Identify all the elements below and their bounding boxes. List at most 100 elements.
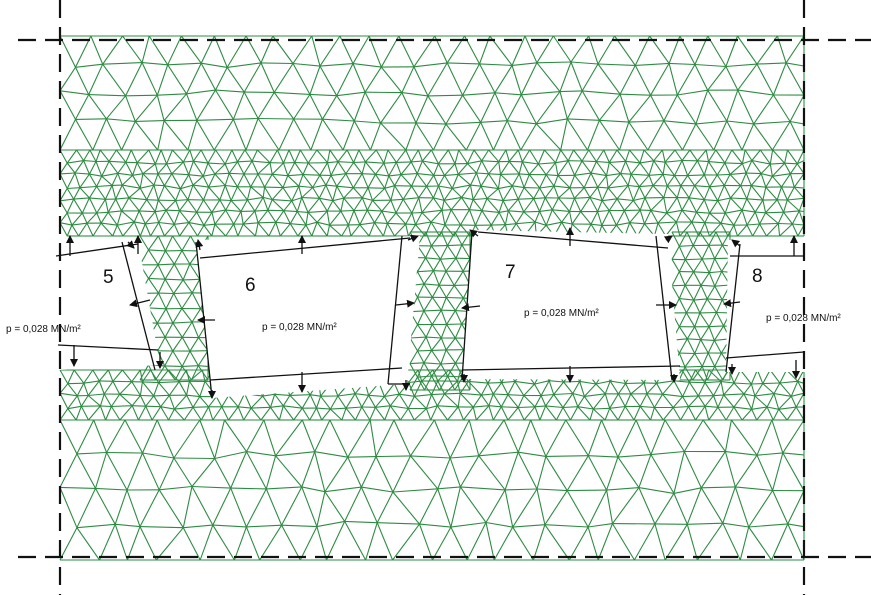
mesh-edge: [106, 419, 126, 453]
mesh-edge: [708, 258, 716, 273]
mesh-edge: [657, 222, 667, 237]
mesh-edge: [492, 382, 503, 395]
mesh-edge: [282, 162, 289, 176]
mesh-edge: [520, 123, 537, 151]
mesh-edge: [157, 173, 165, 186]
mesh-edge: [769, 369, 781, 384]
mesh-edge: [511, 65, 522, 95]
mesh-edge: [733, 406, 743, 421]
mesh-edge: [112, 381, 121, 395]
mesh-edge: [523, 383, 535, 396]
chamber-5-left-opening: [56, 238, 160, 370]
mesh-edge: [577, 406, 594, 410]
mesh-edge: [148, 278, 159, 294]
mesh-edge: [628, 184, 640, 188]
mesh-edge: [733, 393, 745, 408]
mesh-edge: [307, 210, 328, 213]
mesh-edge: [481, 210, 492, 226]
mesh-edge: [698, 222, 706, 237]
mesh-edge: [131, 381, 141, 396]
mesh-edge: [724, 419, 732, 452]
mesh-edge: [389, 405, 401, 421]
mesh-edge: [544, 185, 555, 199]
mesh-edge: [430, 149, 439, 165]
mesh-edge: [741, 209, 748, 226]
mesh-edge: [157, 163, 168, 175]
mesh-edge: [733, 382, 752, 385]
mesh-edge: [353, 120, 371, 151]
mesh-edge: [358, 149, 366, 163]
mesh-edge: [344, 486, 362, 522]
mesh-edge: [425, 394, 433, 409]
mesh-edge: [233, 117, 259, 120]
mesh-edge: [790, 381, 799, 397]
mesh-edge: [141, 381, 155, 397]
mesh-edge: [565, 419, 589, 456]
mesh-edge: [59, 392, 78, 397]
mesh-edge: [264, 174, 273, 188]
mesh-edge: [405, 149, 412, 163]
mesh-edge: [289, 223, 299, 237]
mesh-edge: [662, 393, 683, 398]
mesh-edge: [656, 383, 664, 395]
mesh-edge: [302, 174, 314, 188]
mesh-edge: [340, 197, 345, 212]
mesh-edge: [771, 121, 791, 151]
mesh-edge: [189, 149, 194, 162]
mesh-edge: [142, 62, 168, 66]
mesh-edge: [687, 174, 705, 177]
mesh-edge: [237, 160, 253, 163]
mesh-edge: [361, 187, 369, 199]
mesh-edge: [426, 175, 435, 187]
mesh-edge: [307, 162, 321, 176]
mesh-edge: [262, 393, 275, 397]
mesh-edge: [598, 93, 621, 121]
mesh-edge: [165, 200, 177, 211]
mesh-edge: [485, 522, 495, 561]
mesh-edge: [257, 92, 275, 119]
mesh-edge: [181, 321, 193, 338]
mesh-edge: [139, 223, 146, 237]
mesh-edge: [192, 406, 209, 408]
mesh-edge: [322, 118, 344, 151]
mesh-edge: [501, 380, 516, 384]
mesh-edge: [182, 527, 201, 561]
mesh-edge: [629, 149, 641, 164]
mesh-edge: [657, 212, 668, 224]
mesh-edge: [329, 224, 343, 237]
mesh-edge: [409, 324, 418, 339]
mesh-edge: [67, 383, 78, 397]
mesh-edge: [693, 298, 708, 301]
mesh-edge: [382, 223, 388, 237]
mesh-edge: [504, 489, 514, 528]
mesh-edge: [795, 406, 805, 421]
mesh-edge: [367, 187, 374, 201]
mesh-edge: [446, 324, 456, 339]
mesh-edge: [191, 321, 200, 338]
mesh-edge: [125, 95, 136, 122]
mesh-edge: [633, 406, 641, 421]
mesh-edge: [135, 120, 165, 122]
mesh-edge: [755, 211, 766, 214]
mesh-edge: [271, 173, 284, 188]
mesh-edge: [563, 380, 580, 383]
mesh-edge: [383, 149, 389, 164]
mesh-edge: [315, 407, 323, 421]
mesh-edge: [173, 394, 188, 410]
mesh-edge: [639, 160, 654, 164]
mesh-edge: [431, 363, 442, 377]
mesh-edge: [283, 210, 291, 224]
mesh-edge: [409, 337, 418, 352]
mesh-edge: [228, 173, 238, 188]
mesh-edge: [773, 393, 780, 410]
mesh-edge: [189, 263, 201, 280]
mesh-edge: [646, 393, 655, 408]
mesh-edge: [148, 149, 156, 165]
mesh-edge: [485, 489, 506, 523]
mesh-edge: [221, 395, 230, 408]
mesh-edge: [625, 149, 631, 162]
mesh-edge: [523, 198, 535, 213]
mesh-edge: [453, 224, 461, 237]
mesh-edge: [157, 199, 167, 211]
mesh-edge: [329, 210, 342, 226]
